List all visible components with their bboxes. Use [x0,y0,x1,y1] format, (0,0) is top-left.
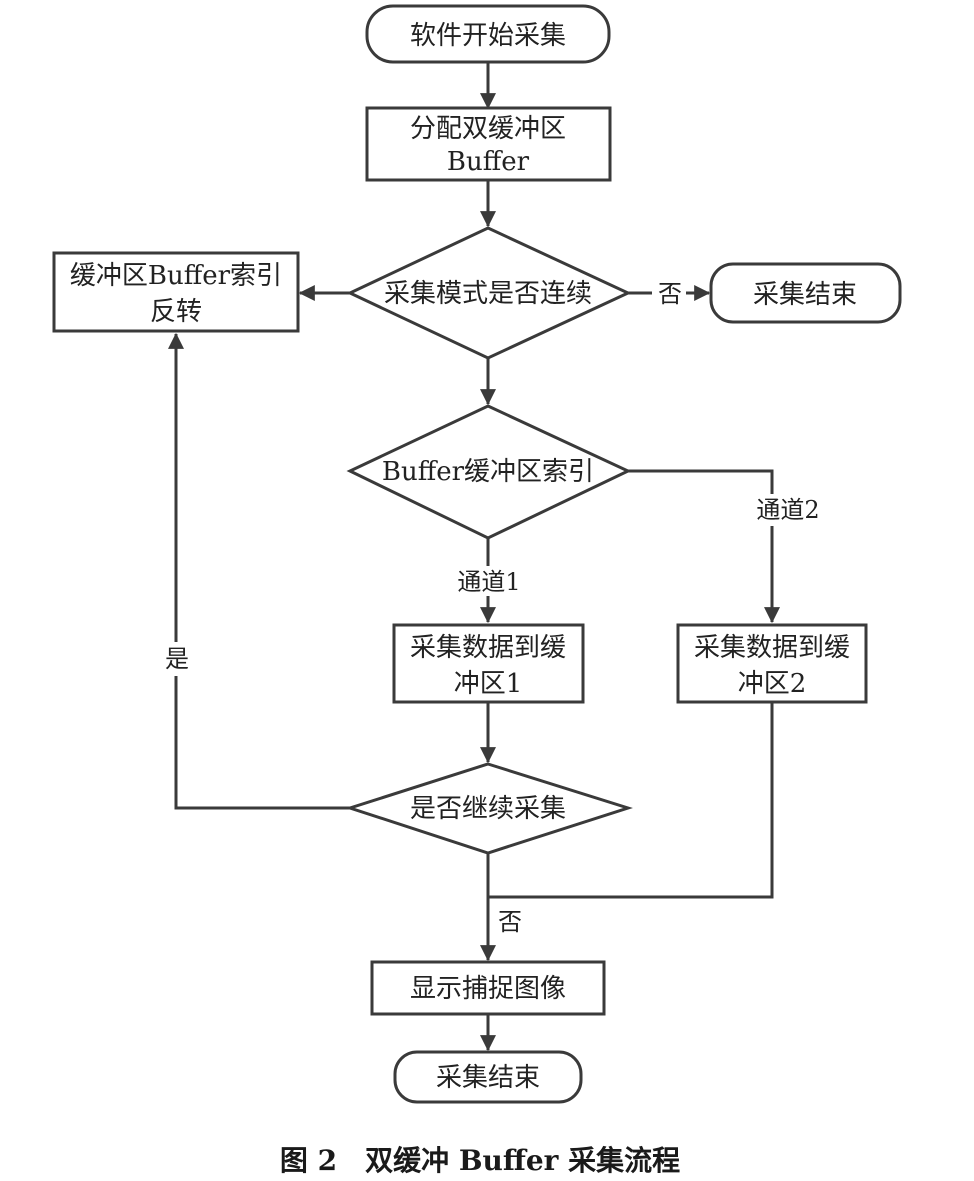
acquire-buffer1-process: 采集数据到缓 冲区1 [392,623,585,704]
edge-acquire2-merge [488,702,774,899]
index-decision-label: Buffer缓冲区索引 [382,457,594,487]
end-bottom-terminal: 采集结束 [393,1050,583,1104]
index-decision: Buffer缓冲区索引 [346,404,632,540]
allocate-label-line2: Buffer [447,147,530,177]
end-right-label: 采集结束 [753,280,857,310]
edge-label-channel1: 通道1 [457,568,520,596]
figure-caption: 图 2 双缓冲 Buffer 采集流程 [280,1144,680,1177]
start-label: 软件开始采集 [410,21,566,51]
connectors [168,62,780,1052]
mode-decision: 采集模式是否连续 [346,226,632,360]
mode-decision-label: 采集模式是否连续 [384,279,592,309]
edge-continue-yes-to-invert [168,332,350,810]
edge-label-channel2: 通道2 [756,496,819,524]
acquire2-label-line2: 冲区2 [738,669,807,699]
edge-label-continue-yes: 是 [165,645,189,673]
end-bottom-label: 采集结束 [436,1063,540,1093]
invert-index-process: 缓冲区Buffer索引 反转 [52,251,300,333]
edge-labels: 否 通道1 通道2 是 否 [160,276,834,936]
continue-decision-label: 是否继续采集 [410,794,566,824]
allocate-buffer-process: 分配双缓冲区 Buffer [365,106,612,182]
edge-label-continue-no: 否 [498,908,522,936]
display-process: 显示捕捉图像 [370,960,606,1016]
display-label: 显示捕捉图像 [410,974,566,1004]
acquire1-label-line1: 采集数据到缓 [410,633,566,663]
acquire2-label-line1: 采集数据到缓 [694,633,850,663]
invert-label-line2: 反转 [150,297,202,327]
edge-label-mode-no: 否 [658,280,682,308]
allocate-label-line1: 分配双缓冲区 [410,114,566,144]
acquire1-label-line2: 冲区1 [454,669,523,699]
edge-index-to-acquire2 [628,469,780,624]
end-right-terminal: 采集结束 [709,262,902,324]
acquire-buffer2-process: 采集数据到缓 冲区2 [676,623,868,704]
start-terminal: 软件开始采集 [365,4,611,64]
invert-label-line1: 缓冲区Buffer索引 [70,261,282,291]
continue-decision: 是否继续采集 [345,762,633,855]
